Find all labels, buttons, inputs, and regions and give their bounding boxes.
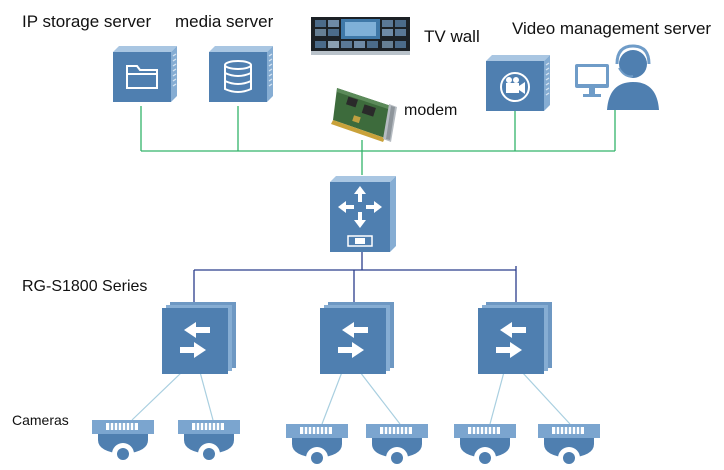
tv-wall-label: TV wall [424, 27, 480, 46]
access-switch-3 [478, 302, 552, 374]
access-switch-1 [162, 302, 236, 374]
camera-links [131, 371, 571, 425]
access-switch-icon [478, 302, 552, 374]
camera-2 [177, 419, 241, 466]
operator-monitor-icon [575, 44, 659, 110]
camera-6 [537, 423, 601, 470]
video-camera-icon [500, 72, 530, 102]
video-wall-icon [311, 17, 410, 55]
media-server [208, 45, 274, 103]
video-management-server [485, 54, 551, 112]
ip-storage-server [112, 45, 178, 103]
core-switch-icon [330, 176, 396, 252]
access-switch-icon [162, 302, 236, 374]
dome-camera-icon [365, 423, 429, 470]
modem [331, 88, 397, 142]
green-backbone-links [140, 104, 616, 175]
dome-camera-icon [537, 423, 601, 470]
camera-1 [91, 419, 155, 466]
modem-label: modem [404, 102, 458, 119]
dome-camera-icon [91, 419, 155, 466]
operator [575, 44, 659, 110]
dome-camera-icon [453, 423, 517, 470]
camera-4 [365, 423, 429, 470]
access-switch-icon [320, 302, 394, 374]
access-switch-2 [320, 302, 394, 374]
media-server-label: media server [175, 12, 274, 31]
dome-camera-icon [285, 423, 349, 470]
tv-wall [311, 17, 410, 55]
folder-icon [126, 65, 158, 89]
switch-series-label: RG-S1800 Series [22, 278, 148, 295]
video-management-server-label: Video management server [512, 19, 712, 38]
network-card-icon [331, 88, 397, 142]
ip-storage-server-label: IP storage server [22, 12, 152, 31]
cameras-label: Cameras [12, 412, 69, 428]
database-icon [224, 60, 252, 93]
dome-camera-icon [177, 419, 241, 466]
camera-5 [453, 423, 517, 470]
distribution-links [193, 252, 517, 305]
camera-3 [285, 423, 349, 470]
core-switch [330, 176, 396, 252]
